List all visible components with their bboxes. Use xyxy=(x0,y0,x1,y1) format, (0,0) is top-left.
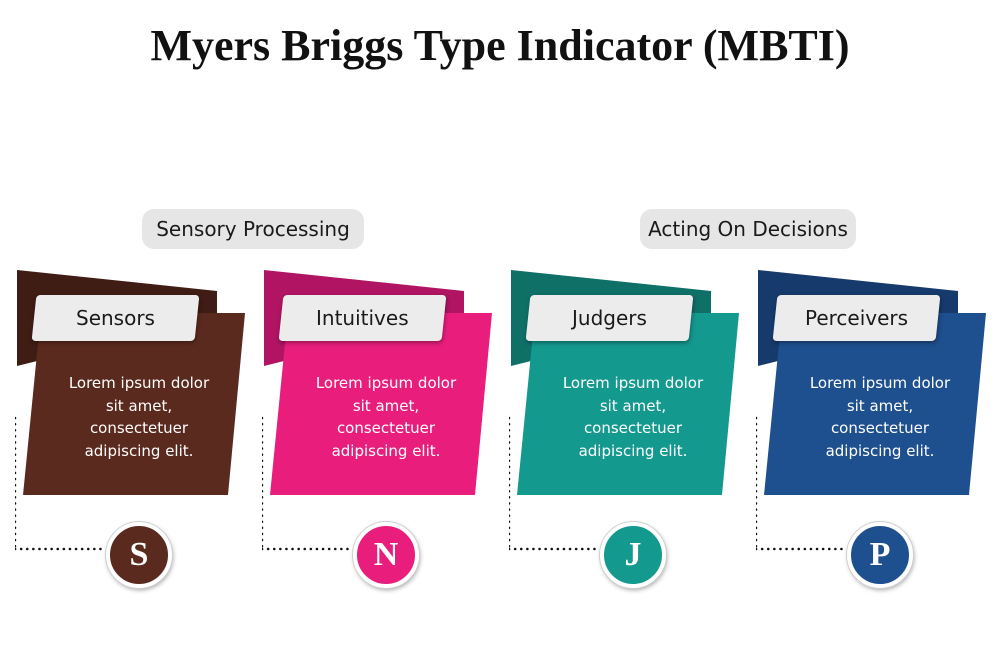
card-description: Lorem ipsum dolor sit amet, consectetuer… xyxy=(68,374,210,460)
card-intuitives: Intuitives Lorem ipsum dolor sit amet, c… xyxy=(262,268,514,588)
card-description: Lorem ipsum dolor sit amet, consectetuer… xyxy=(562,374,704,460)
card-perceivers: Perceivers Lorem ipsum dolor sit amet, c… xyxy=(756,268,1000,588)
page-title: Myers Briggs Type Indicator (MBTI) xyxy=(150,21,850,70)
group-label-acting-on-decisions: Acting On Decisions xyxy=(640,209,856,249)
letter-badge-j: J xyxy=(600,522,666,588)
letter-badge-s: S xyxy=(106,522,172,588)
dotted-connector xyxy=(262,416,350,551)
dotted-connector xyxy=(756,416,844,551)
card-sensors: Sensors Lorem ipsum dolor sit amet, cons… xyxy=(15,268,267,588)
card-judgers: Judgers Lorem ipsum dolor sit amet, cons… xyxy=(509,268,761,588)
card-description: Lorem ipsum dolor sit amet, consectetuer… xyxy=(315,374,457,460)
letter-badge-n: N xyxy=(353,522,419,588)
letter-badge-p: P xyxy=(847,522,913,588)
group-label-sensory-processing: Sensory Processing xyxy=(142,209,364,249)
dotted-connector xyxy=(509,416,597,551)
dotted-connector xyxy=(15,416,103,551)
card-description: Lorem ipsum dolor sit amet, consectetuer… xyxy=(809,374,951,460)
